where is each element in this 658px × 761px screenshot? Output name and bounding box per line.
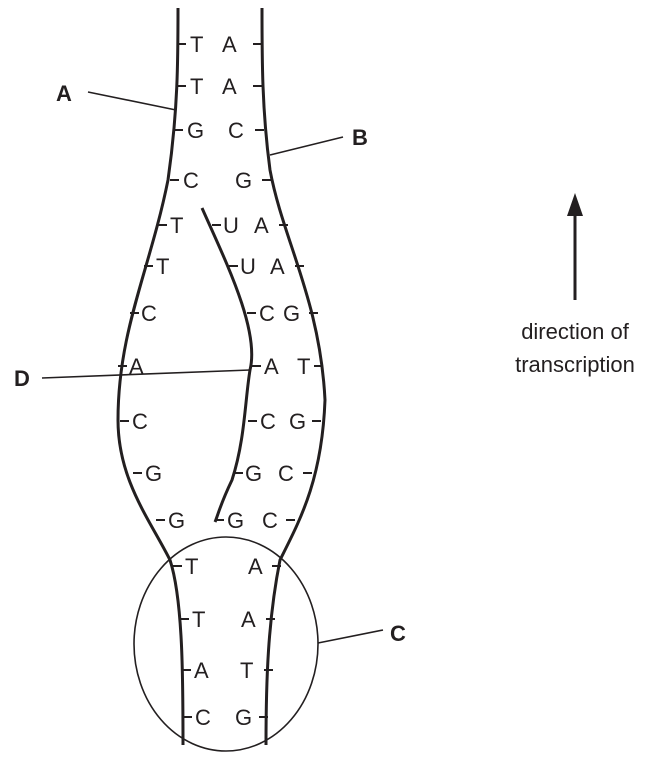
strand-b-bases: A A C G A A G T G C C A A T G bbox=[222, 32, 323, 730]
dna-strand-b bbox=[260, 7, 327, 746]
region-c-circle bbox=[133, 536, 319, 752]
label-a-leader bbox=[87, 91, 177, 111]
strand-a-base: G bbox=[145, 461, 162, 486]
direction-note-line1: direction of bbox=[521, 319, 630, 344]
strand-b-base: T bbox=[297, 354, 310, 379]
strand-a-base: G bbox=[187, 118, 204, 143]
label-b-leader bbox=[269, 136, 344, 156]
strand-a-base: T bbox=[170, 213, 183, 238]
strand-b-base: A bbox=[222, 32, 237, 57]
strand-b-base: A bbox=[222, 74, 237, 99]
rna-base: G bbox=[227, 508, 244, 533]
strand-a-base: C bbox=[195, 705, 211, 730]
label-d-leader bbox=[41, 369, 251, 379]
strand-a-base: A bbox=[129, 354, 144, 379]
label-d: D bbox=[14, 366, 30, 391]
transcription-direction-arrow bbox=[567, 193, 583, 300]
strand-b-base: G bbox=[283, 301, 300, 326]
dna-strand-a bbox=[116, 7, 185, 746]
strand-b-base: G bbox=[235, 705, 252, 730]
strand-b-base: C bbox=[228, 118, 244, 143]
strand-a-base: C bbox=[141, 301, 157, 326]
strand-b-base: C bbox=[278, 461, 294, 486]
direction-note-line2: transcription bbox=[515, 352, 635, 377]
strand-b-base: T bbox=[240, 658, 253, 683]
label-c: C bbox=[390, 621, 406, 646]
strand-a-base: T bbox=[156, 254, 169, 279]
strand-a-base: T bbox=[192, 607, 205, 632]
rna-base: C bbox=[259, 301, 275, 326]
strand-b-base: G bbox=[289, 409, 306, 434]
strand-b-base: G bbox=[235, 168, 252, 193]
rna-base: A bbox=[264, 354, 279, 379]
rna-base: U bbox=[223, 213, 239, 238]
strand-a-bases: T T G C T T C A C G G T T A C bbox=[118, 32, 211, 730]
rna-base: U bbox=[240, 254, 256, 279]
rna-bases: U U C A C G G bbox=[212, 213, 279, 533]
strand-a-base: C bbox=[132, 409, 148, 434]
strand-b-base: A bbox=[248, 554, 263, 579]
label-b: B bbox=[352, 125, 368, 150]
strand-a-base: C bbox=[183, 168, 199, 193]
rna-base: C bbox=[260, 409, 276, 434]
strand-a-base: A bbox=[194, 658, 209, 683]
strand-a-base: T bbox=[185, 554, 198, 579]
strand-a-base: T bbox=[190, 74, 203, 99]
strand-b-base: C bbox=[262, 508, 278, 533]
label-c-leader bbox=[317, 629, 384, 644]
strand-a-base: G bbox=[168, 508, 185, 533]
strand-a-base: T bbox=[190, 32, 203, 57]
strand-b-base: A bbox=[270, 254, 285, 279]
strand-b-base: A bbox=[241, 607, 256, 632]
rna-strand-d bbox=[200, 207, 254, 523]
strand-b-base: A bbox=[254, 213, 269, 238]
rna-base: G bbox=[245, 461, 262, 486]
label-a: A bbox=[56, 81, 72, 106]
